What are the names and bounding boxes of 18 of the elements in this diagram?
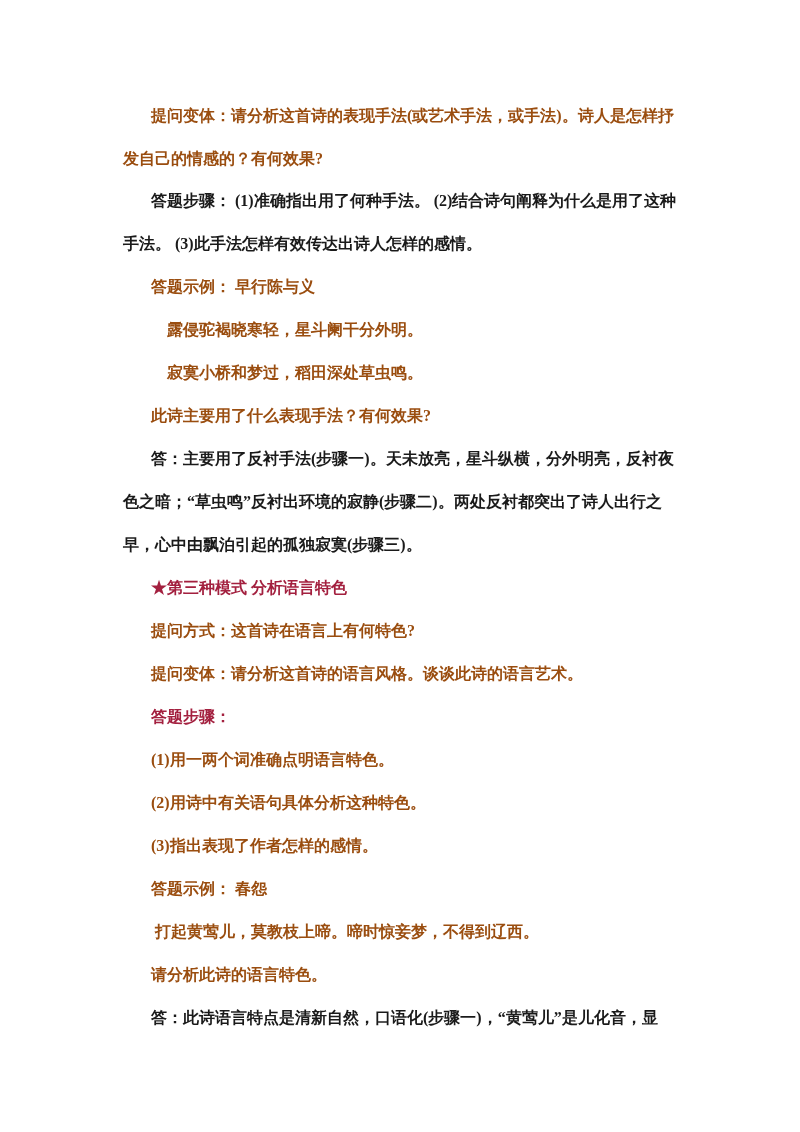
step-item: (2)用诗中有关语句具体分析这种特色。 [150,793,427,814]
example-heading: 答题示例： 早行陈与义 [150,277,316,297]
poem-line: 寂寞小桥和梦过，稻田深处草虫鸣。 [166,363,424,383]
question-variant: 提问变体：请分析这首诗的语言风格。谈谈此诗的语言艺术。 [149,664,584,684]
answer-paragraph: 答：此诗语言特点是清新自然，口语化(步骤一)，“黄莺儿”是儿化音，显 [150,1008,659,1029]
poem-line: 露侵驼褐晓寒轻，星斗阑干分外明。 [166,320,424,340]
answer-steps: 答题步骤： (1)准确指出用了何种手法。 (2)结合诗句阐释为什么是用了这种手法。 (3)此手法怎样有效传达出诗人怎样的感情。 [123,179,683,265]
step-item: (1)用一两个词准确点明语言特色。 [150,750,395,771]
question: 请分析此诗的语言特色。 [149,965,328,985]
question-variant: 提问变体：请分析这首诗的表现手法(或艺术手法，或手法)。诗人是怎样抒发自己的情感的？有何效果? [123,106,675,169]
question-form: 提问方式：这首诗在语言上有何特色? [149,621,416,641]
question: 此诗主要用了什么表现手法？有何效果? [149,406,432,426]
poem-line: 打起黄莺儿，莫教枝上啼。啼时惊妾梦，不得到辽西。 [153,922,540,942]
example-heading: 答题示例： 春怨 [150,879,268,899]
steps-heading: 答题步骤： [150,707,232,727]
section-heading: ★第三种模式 分析语言特色 [150,578,348,598]
step-item: (3)指出表现了作者怎样的感情。 [150,836,379,857]
answer-paragraph: 答：主要用了反衬手法(步骤一)。天未放亮，星斗纵横，分外明亮，反衬夜色之暗；“草虫鸣”反衬出环境的寂静(步骤二)。两处反衬都突出了诗人出行之早，心中由飘泊引起的孤独寂寞(步骤三)。 [123,449,675,556]
